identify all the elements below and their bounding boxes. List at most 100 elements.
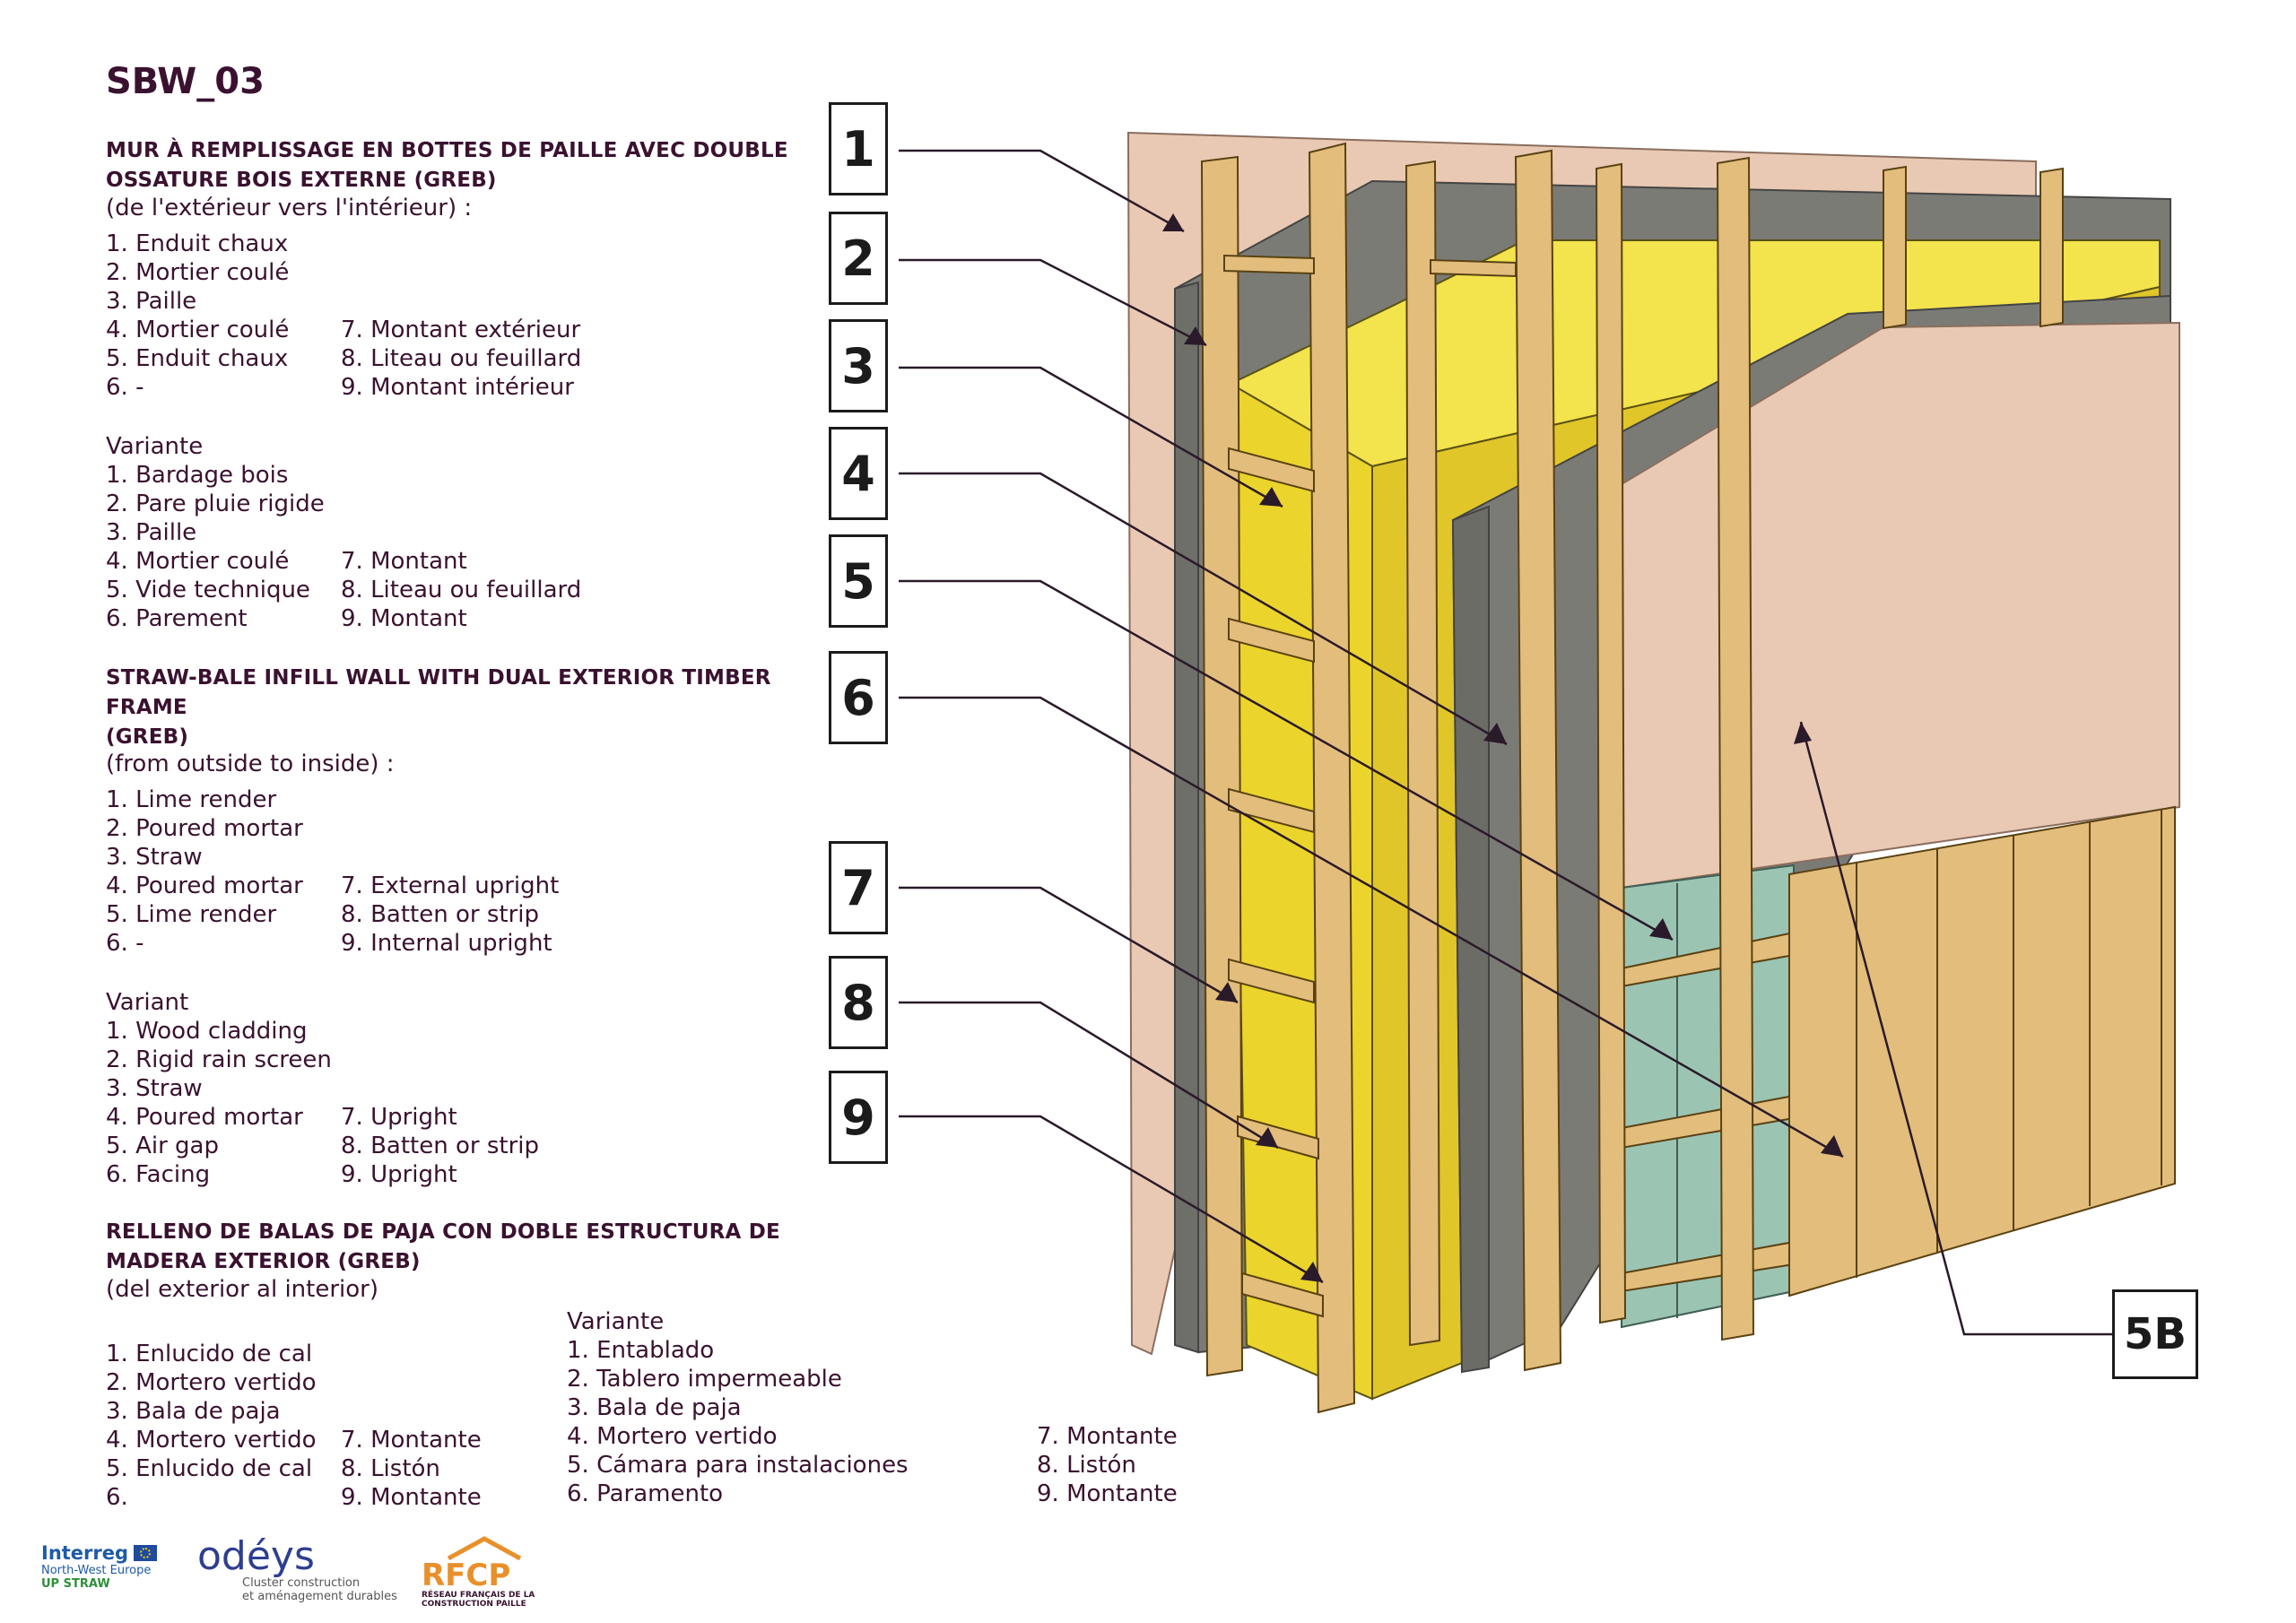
fr-layer: 2. Mortier coulé	[106, 259, 290, 286]
sheet-code: SBW_03	[106, 61, 265, 102]
fr-variant-title: Variante	[106, 433, 204, 460]
es-title-line: RELLENO DE BALAS DE PAJA CON DOBLE ESTRU…	[106, 1220, 780, 1244]
rfcp-logo-line3: CONSTRUCTION PAILLE	[422, 1600, 526, 1609]
rfcp-logo: RFCP RÉSEAU FRANÇAIS DE LA CONSTRUCTION …	[422, 1535, 547, 1616]
rfcp-logo-line2: RÉSEAU FRANÇAIS DE LA	[422, 1591, 535, 1600]
fr-variant-layer: 2. Pare pluie rigide	[106, 490, 325, 517]
en-variant-layer: 2. Rigid rain screen	[106, 1046, 332, 1073]
en-layer: 8. Batten or strip	[341, 901, 539, 928]
fr-layer: 5. Enduit chaux	[106, 345, 289, 372]
layer-7-external-uprights	[1200, 155, 2064, 1377]
layer-2-mortar-face	[1174, 281, 1199, 1354]
callout-8: 8	[829, 956, 888, 1049]
fr-title-line: OSSATURE BOIS EXTERNE (GREB)	[106, 169, 497, 192]
es-layer: 1. Enlucido de cal	[106, 1341, 313, 1367]
es-title: RELLENO DE BALAS DE PAJA CON DOBLE ESTRU…	[106, 1218, 805, 1277]
en-title-line: (GREB)	[106, 725, 189, 749]
es-layer: 9. Montante	[341, 1484, 482, 1511]
fr-variant-layer: 8. Liteau ou feuillard	[341, 577, 582, 603]
es-variant-layer: 1. Entablado	[567, 1337, 715, 1364]
eu-flag-icon	[134, 1545, 158, 1561]
es-variant-layer: 9. Montante	[1037, 1480, 1178, 1507]
layer-4-mortar-face	[1451, 505, 1490, 1374]
en-layer: 1. Lime render	[106, 786, 277, 813]
odeys-logo: odéys Cluster construction et aménagemen…	[197, 1537, 413, 1610]
odeys-logo-name: odéys	[197, 1533, 315, 1579]
callout-3: 3	[829, 319, 888, 412]
en-layer: 6. -	[106, 930, 144, 957]
es-variant-title: Variante	[567, 1308, 665, 1335]
fr-layer: 8. Liteau ou feuillard	[341, 345, 582, 372]
callout-5b: 5B	[2112, 1289, 2198, 1379]
layer-9-internal-uprights	[1308, 142, 1755, 1414]
en-layer: 4. Poured mortar	[106, 872, 303, 899]
interreg-logo-line2: North-West Europe	[41, 1564, 152, 1577]
callout-6: 6	[829, 651, 888, 744]
es-layer: 7. Montante	[341, 1427, 482, 1454]
interreg-logo: Interreg North-West Europe UP STRAW	[41, 1542, 176, 1600]
callout-2: 2	[829, 212, 888, 305]
fr-variant-layer: 3. Paille	[106, 519, 197, 546]
es-layer: 3. Bala de paja	[106, 1398, 281, 1425]
en-variant-layer: 8. Batten or strip	[341, 1133, 539, 1159]
en-variant-layer: 5. Air gap	[106, 1133, 219, 1159]
fr-title: MUR À REMPLISSAGE EN BOTTES DE PAILLE AV…	[106, 136, 805, 195]
odeys-logo-line2: Cluster construction	[242, 1576, 361, 1590]
en-variant-layer: 6. Facing	[106, 1161, 211, 1188]
rfcp-logo-name: RFCP	[422, 1558, 511, 1593]
en-layer: 3. Straw	[106, 844, 203, 871]
callout-1: 1	[829, 102, 888, 195]
fr-variant-layer: 6. Parement	[106, 605, 248, 632]
odeys-logo-line3: et aménagement durables	[242, 1590, 397, 1603]
interreg-logo-name: Interreg	[41, 1542, 129, 1564]
fr-title-line: MUR À REMPLISSAGE EN BOTTES DE PAILLE AV…	[106, 139, 788, 162]
es-variant-layer: 5. Cámara para instalaciones	[567, 1452, 909, 1479]
es-layer: 4. Mortero vertido	[106, 1427, 317, 1454]
es-layer: 2. Mortero vertido	[106, 1369, 317, 1396]
fr-layer: 1. Enduit chaux	[106, 230, 289, 257]
fr-layer: 6. -	[106, 374, 144, 401]
en-layer: 5. Lime render	[106, 901, 277, 928]
leader-lines	[899, 149, 2112, 1336]
es-variant-layer: 6. Paramento	[567, 1480, 724, 1507]
en-subtitle: (from outside to inside) :	[106, 751, 395, 777]
leader-arrowheads	[1162, 213, 1843, 1282]
fr-layer: 3. Paille	[106, 288, 197, 315]
es-layer: 8. Listón	[341, 1455, 440, 1482]
es-variant-layer: 3. Bala de paja	[567, 1394, 742, 1421]
es-subtitle: (del exterior al interior)	[106, 1276, 378, 1303]
fr-variant-layer: 9. Montant	[341, 605, 467, 632]
interreg-logo-line3: UP STRAW	[41, 1577, 110, 1591]
layer-8-battens	[1223, 254, 1517, 1318]
en-variant-layer: 4. Poured mortar	[106, 1104, 303, 1131]
callout-7: 7	[829, 841, 888, 934]
fr-variant-layer: 5. Vide technique	[106, 577, 310, 603]
fr-layer: 7. Montant extérieur	[341, 317, 581, 343]
en-variant-layer: 9. Upright	[341, 1161, 457, 1188]
fr-variant-layer: 4. Mortier coulé	[106, 548, 290, 575]
variant-wood-cladding	[1788, 805, 2176, 1298]
en-layer: 9. Internal upright	[341, 930, 552, 957]
callout-5: 5	[829, 534, 888, 628]
rfcp-roof-icon	[447, 1536, 522, 1560]
es-variant-layer: 4. Mortero vertido	[567, 1423, 778, 1450]
es-layer: 5. Enlucido de cal	[106, 1455, 313, 1482]
es-variant-layer: 2. Tablero impermeable	[567, 1366, 842, 1393]
es-variant-layer: 7. Montante	[1037, 1423, 1178, 1450]
en-layer: 7. External upright	[341, 872, 560, 899]
es-variant-layer: 8. Listón	[1037, 1452, 1136, 1479]
callout-9: 9	[829, 1071, 888, 1164]
fr-layer: 9. Montant intérieur	[341, 374, 574, 401]
es-layer: 6.	[106, 1484, 128, 1511]
es-title-line: MADERA EXTERIOR (GREB)	[106, 1250, 421, 1273]
callout-4: 4	[829, 427, 888, 520]
en-variant-layer: 3. Straw	[106, 1075, 203, 1102]
fr-variant-layer: 1. Bardage bois	[106, 462, 289, 489]
en-title: STRAW-BALE INFILL WALL WITH DUAL EXTERIO…	[106, 664, 805, 752]
en-layer: 2. Poured mortar	[106, 815, 303, 842]
en-variant-layer: 1. Wood cladding	[106, 1018, 308, 1045]
fr-layer: 4. Mortier coulé	[106, 317, 290, 343]
en-title-line: STRAW-BALE INFILL WALL WITH DUAL EXTERIO…	[106, 666, 771, 719]
fr-subtitle: (de l'extérieur vers l'intérieur) :	[106, 195, 473, 221]
